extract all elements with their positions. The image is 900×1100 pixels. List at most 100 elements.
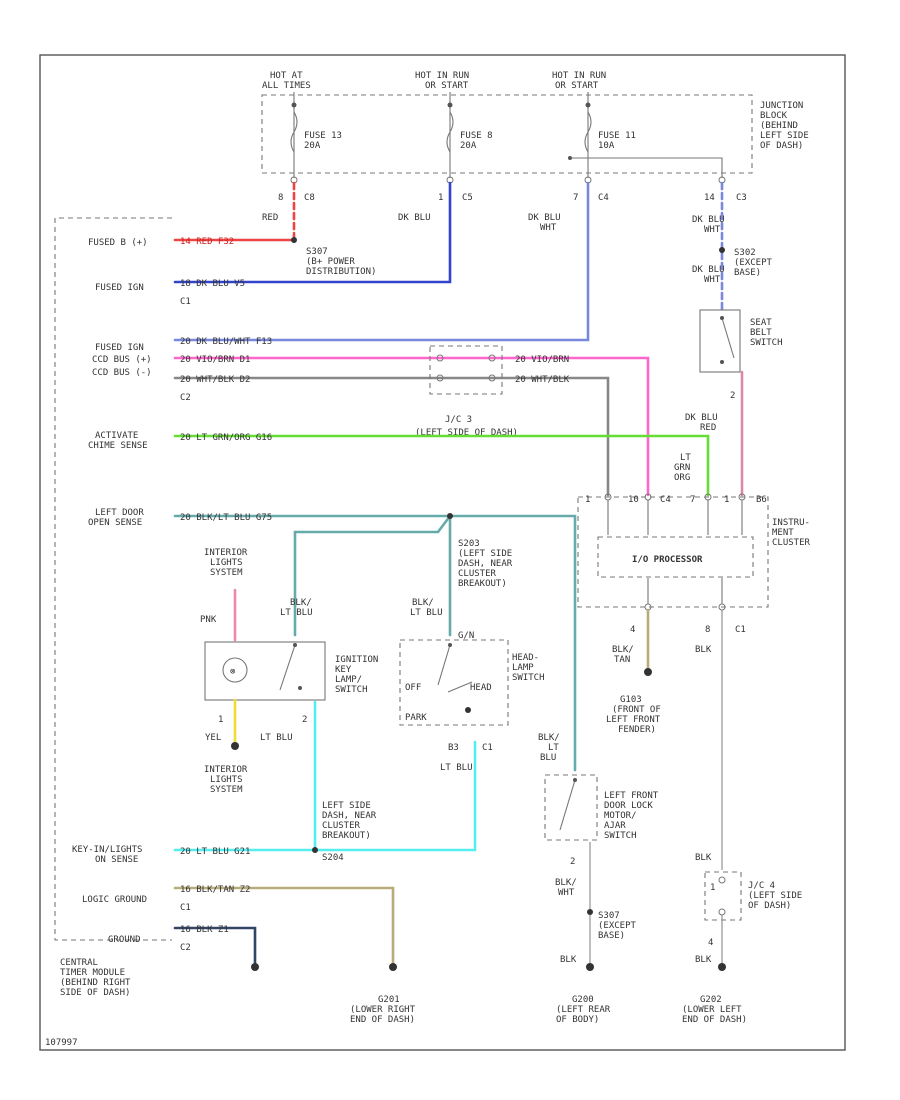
svg-text:LIGHTS: LIGHTS — [210, 775, 243, 785]
svg-text:DK BLU: DK BLU — [685, 413, 718, 423]
svg-text:(FRONT OF: (FRONT OF — [612, 705, 661, 715]
wire-green-chime: 20 LT GRN/ORG G16 LT GRN ORG — [173, 433, 710, 497]
svg-text:(EXCEPT: (EXCEPT — [734, 258, 773, 268]
svg-text:C1: C1 — [735, 625, 746, 635]
svg-text:20 DK BLU/WHT F13: 20 DK BLU/WHT F13 — [180, 337, 272, 347]
svg-text:20 VIO/BRN: 20 VIO/BRN — [515, 355, 569, 365]
svg-text:(BEHIND RIGHT: (BEHIND RIGHT — [60, 978, 131, 988]
svg-text:CCD BUS (-): CCD BUS (-) — [92, 368, 152, 378]
svg-text:J/C 3: J/C 3 — [445, 415, 472, 425]
svg-text:OF DASH): OF DASH) — [748, 901, 791, 911]
svg-text:LT BLU: LT BLU — [410, 608, 443, 618]
svg-text:HOT IN RUN: HOT IN RUN — [415, 71, 469, 81]
svg-text:DK BLU: DK BLU — [692, 265, 725, 275]
svg-text:1: 1 — [438, 193, 443, 203]
svg-text:BELT: BELT — [750, 328, 772, 338]
svg-text:LEFT FRONT: LEFT FRONT — [604, 791, 659, 801]
svg-text:CENTRAL: CENTRAL — [60, 958, 98, 968]
svg-text:END OF DASH): END OF DASH) — [350, 1015, 415, 1025]
svg-text:10A: 10A — [598, 141, 615, 151]
svg-text:(LEFT SIDE: (LEFT SIDE — [748, 891, 802, 901]
svg-text:1: 1 — [585, 495, 590, 505]
svg-text:WHT: WHT — [704, 225, 721, 235]
svg-text:BASE): BASE) — [598, 931, 625, 941]
ignition-key-lamp-switch: INTERIOR LIGHTS SYSTEM PNK BLK/ LT BLU ⊗… — [200, 548, 378, 795]
svg-text:BREAKOUT): BREAKOUT) — [458, 579, 507, 589]
svg-text:BLK/: BLK/ — [612, 645, 634, 655]
figure-number: 107997 — [45, 1038, 78, 1048]
svg-text:AJAR: AJAR — [604, 821, 626, 831]
svg-text:CLUSTER: CLUSTER — [458, 569, 497, 579]
fuse-13: HOT AT ALL TIMES FUSE 13 20A 8 C8 — [262, 71, 342, 203]
svg-text:TAN: TAN — [614, 655, 630, 665]
svg-text:2: 2 — [730, 391, 735, 401]
svg-text:20 VIO/BRN D1: 20 VIO/BRN D1 — [180, 355, 250, 365]
svg-text:C4: C4 — [598, 193, 609, 203]
svg-text:SYSTEM: SYSTEM — [210, 785, 243, 795]
svg-text:BASE): BASE) — [734, 268, 761, 278]
svg-text:END OF DASH): END OF DASH) — [682, 1015, 747, 1025]
svg-text:4: 4 — [708, 938, 713, 948]
svg-text:16 BLK/TAN Z2: 16 BLK/TAN Z2 — [180, 885, 250, 895]
svg-text:C3: C3 — [736, 193, 747, 203]
svg-text:OF BODY): OF BODY) — [556, 1015, 599, 1025]
svg-text:BLK/: BLK/ — [555, 878, 577, 888]
svg-text:2: 2 — [570, 857, 575, 867]
svg-text:MENT: MENT — [772, 528, 794, 538]
wire-cyan-key-in: 20 LT BLU G21 LEFT SIDE DASH, NEAR CLUST… — [173, 700, 477, 863]
svg-text:FUSED IGN: FUSED IGN — [95, 343, 144, 353]
svg-text:OF DASH): OF DASH) — [760, 141, 803, 151]
svg-text:DOOR LOCK: DOOR LOCK — [604, 801, 653, 811]
svg-text:YEL: YEL — [205, 733, 221, 743]
wire-gray-ccd-neg: 20 WHT/BLK D2 C2 20 WHT/BLK — [173, 375, 610, 497]
ground-g103: BLK/ TAN G103 (FRONT OF LEFT FRONT FENDE… — [606, 608, 661, 735]
svg-text:S203: S203 — [458, 539, 480, 549]
svg-text:HEAD-: HEAD- — [512, 653, 539, 663]
svg-text:2: 2 — [302, 715, 307, 725]
svg-text:(LOWER RIGHT: (LOWER RIGHT — [350, 1005, 416, 1015]
svg-text:ACTIVATE: ACTIVATE — [95, 431, 138, 441]
svg-text:20A: 20A — [304, 141, 321, 151]
svg-text:BLK/: BLK/ — [290, 598, 312, 608]
svg-text:OR START: OR START — [555, 81, 599, 91]
svg-text:LEFT SIDE: LEFT SIDE — [322, 801, 371, 811]
svg-text:20 WHT/BLK: 20 WHT/BLK — [515, 375, 570, 385]
svg-text:FUSED IGN: FUSED IGN — [95, 283, 144, 293]
svg-text:WHT: WHT — [704, 275, 721, 285]
svg-text:JUNCTION: JUNCTION — [760, 101, 803, 111]
svg-text:CCD BUS (+): CCD BUS (+) — [92, 355, 152, 365]
svg-text:KEY-IN/LIGHTS: KEY-IN/LIGHTS — [72, 845, 142, 855]
svg-text:C8: C8 — [304, 193, 315, 203]
svg-text:8: 8 — [278, 193, 283, 203]
svg-text:GROUND: GROUND — [108, 935, 141, 945]
svg-text:HOT AT: HOT AT — [270, 71, 303, 81]
svg-text:LT: LT — [680, 453, 691, 463]
instrument-cluster: I/O PROCESSOR 1 10 C4 7 1 B6 INSTRU- MEN… — [577, 493, 811, 635]
fuse-8: HOT IN RUN OR START FUSE 8 20A 1 C5 — [415, 71, 493, 203]
svg-text:SWITCH: SWITCH — [512, 673, 545, 683]
svg-text:OPEN SENSE: OPEN SENSE — [88, 518, 142, 528]
svg-text:ON SENSE: ON SENSE — [95, 855, 138, 865]
svg-text:BLU: BLU — [540, 753, 556, 763]
svg-text:14 RED F32: 14 RED F32 — [180, 237, 234, 247]
svg-text:G201: G201 — [378, 995, 400, 1005]
svg-text:KEY: KEY — [335, 665, 352, 675]
svg-text:LT: LT — [548, 743, 559, 753]
svg-text:B3: B3 — [448, 743, 459, 753]
svg-text:WHT: WHT — [540, 223, 557, 233]
svg-text:CLUSTER: CLUSTER — [322, 821, 361, 831]
svg-text:SWITCH: SWITCH — [335, 685, 368, 695]
svg-text:MOTOR/: MOTOR/ — [604, 811, 637, 821]
svg-text:S204: S204 — [322, 853, 344, 863]
left-front-door-ajar-switch: BLK/ LT BLU LEFT FRONT DOOR LOCK MOTOR/ … — [538, 733, 659, 1025]
svg-text:HEAD: HEAD — [470, 683, 492, 693]
svg-text:TIMER MODULE: TIMER MODULE — [60, 968, 125, 978]
fuse-11: HOT IN RUN OR START FUSE 11 10A 7 C4 14 … — [552, 71, 747, 203]
svg-text:BLK: BLK — [560, 955, 577, 965]
junction-connector-3: J/C 3 (LEFT SIDE OF DASH) — [415, 345, 518, 438]
svg-text:LEFT DOOR: LEFT DOOR — [95, 508, 144, 518]
svg-text:SIDE OF DASH): SIDE OF DASH) — [60, 988, 130, 998]
svg-text:CHIME SENSE: CHIME SENSE — [88, 441, 148, 451]
svg-text:BLK: BLK — [695, 853, 712, 863]
junction-block: JUNCTION BLOCK (BEHIND LEFT SIDE OF DASH… — [261, 94, 809, 174]
